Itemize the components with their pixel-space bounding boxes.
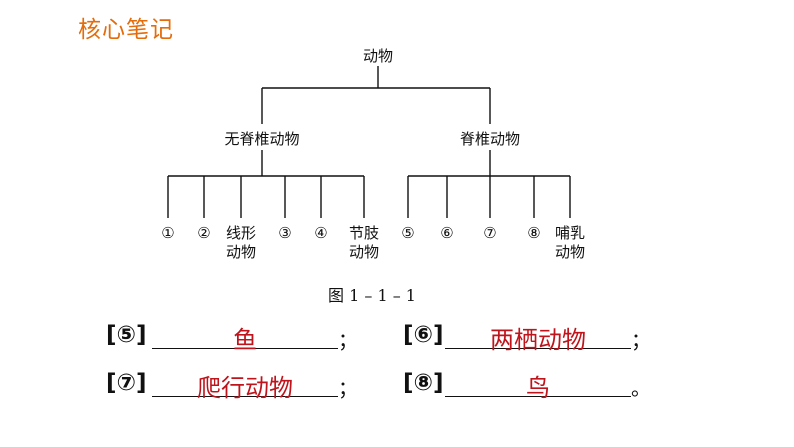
answer-text: 两栖动物 <box>490 326 586 354</box>
leaf-node-label: ⑥ <box>440 224 453 242</box>
leaf-node-label: ③ <box>278 224 291 242</box>
punctuation: ； <box>338 328 358 352</box>
leaf-node-label: 哺乳 <box>555 224 585 242</box>
answer-row-5: [⑤] 鱼 ； <box>106 322 358 356</box>
punctuation: ； <box>631 328 651 352</box>
blank-line <box>445 396 631 397</box>
punctuation: ； <box>338 376 358 400</box>
answer-text: 爬行动物 <box>197 374 293 402</box>
leaf-node-label: ⑧ <box>527 224 540 242</box>
punctuation: 。 <box>631 376 651 400</box>
leaf-node-label: ② <box>197 224 210 242</box>
leaf-node-label: 动物 <box>349 243 379 261</box>
answer-row-6: [⑥] 两栖动物 ； <box>403 322 651 356</box>
notes-heading: 核心笔记 <box>78 17 174 43</box>
answer-row-8: [⑧] 鸟 。 <box>403 370 651 404</box>
blank-line <box>152 396 338 397</box>
blank-line <box>445 348 631 349</box>
question-marker: [⑦] <box>106 370 147 396</box>
leaf-node-label: 动物 <box>226 243 256 261</box>
leaf-node-label: ① <box>161 224 174 242</box>
blank-line <box>152 348 338 349</box>
invertebrate-node-label: 无脊椎动物 <box>224 130 299 148</box>
question-marker: [⑧] <box>403 370 444 396</box>
leaf-node-label: ④ <box>314 224 327 242</box>
leaf-node-label: 节肢 <box>349 224 379 242</box>
leaf-node-label: ⑦ <box>483 224 496 242</box>
leaf-node-label: 动物 <box>555 243 585 261</box>
root-node-label: 动物 <box>363 47 393 65</box>
figure-caption: 图 1 – 1 – 1 <box>328 286 416 305</box>
question-marker: [⑥] <box>403 322 444 348</box>
vertebrate-node-label: 脊椎动物 <box>460 130 520 148</box>
question-marker: [⑤] <box>106 322 147 348</box>
answer-row-7: [⑦] 爬行动物 ； <box>106 370 358 404</box>
answer-text: 鱼 <box>233 326 257 354</box>
leaf-node-label: ⑤ <box>401 224 414 242</box>
answer-text: 鸟 <box>526 374 550 402</box>
leaf-node-label: 线形 <box>226 224 256 242</box>
